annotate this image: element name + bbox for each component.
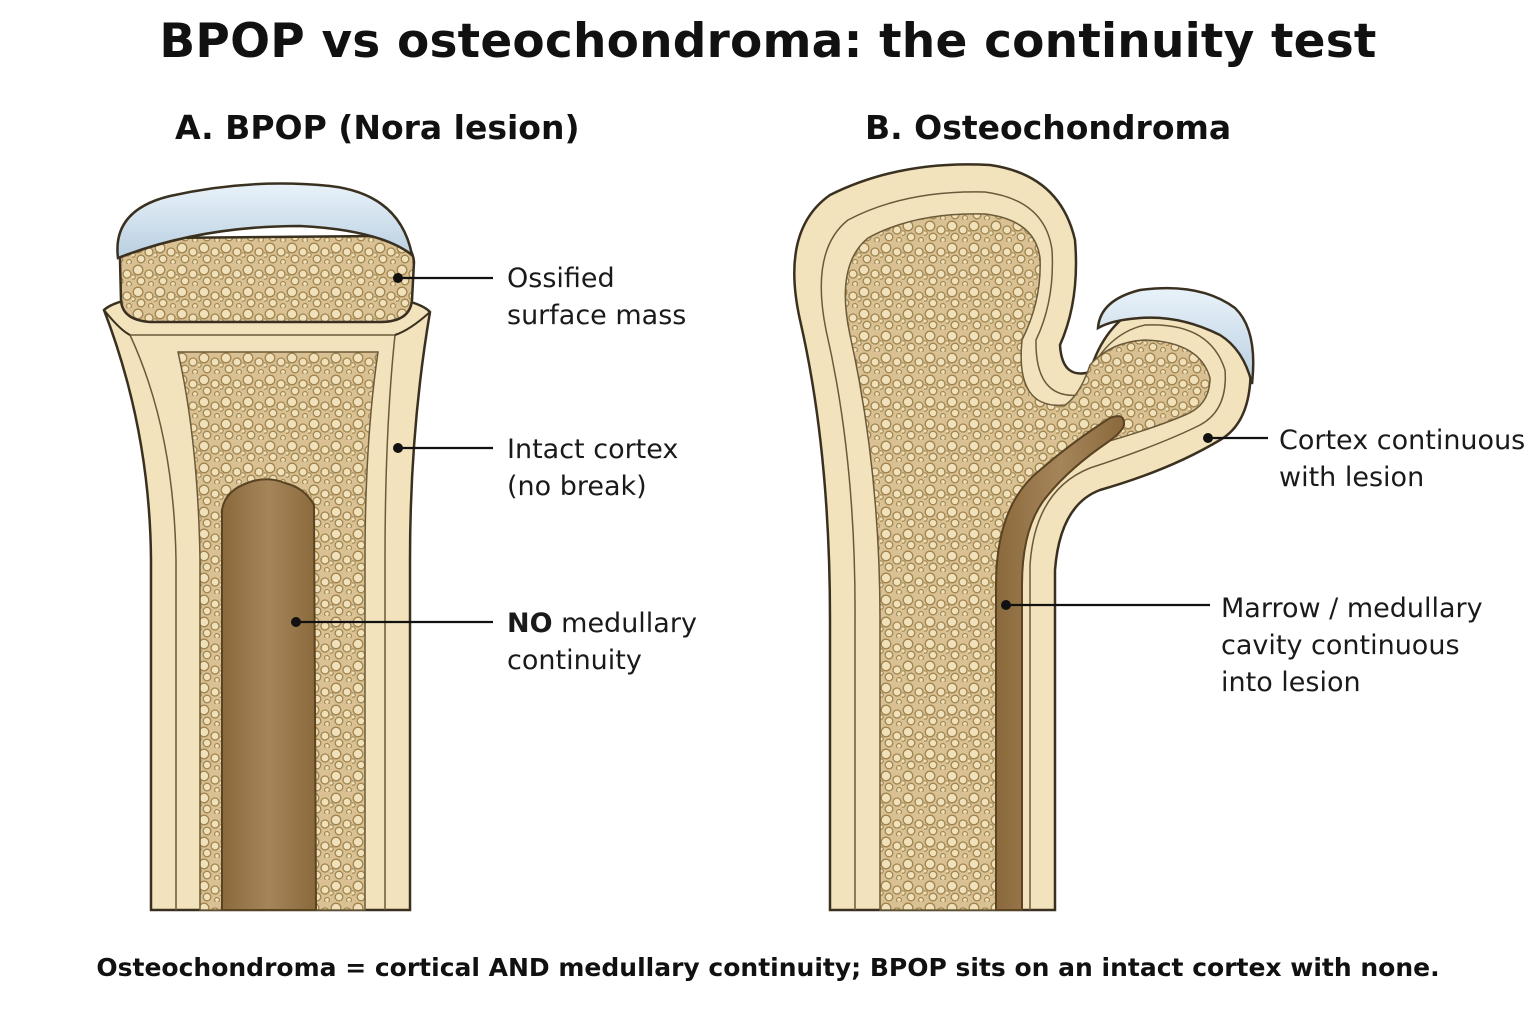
osteochondroma-cancellous-bone (844, 213, 1211, 911)
panel-a-bone (102, 182, 432, 912)
label-line: Intact cortex (507, 434, 679, 465)
label-line: Cortex continuous (1279, 425, 1526, 456)
cortex-continuous-pointer-dot (1203, 433, 1213, 443)
label-line: surface mass (507, 300, 687, 331)
label-emphasis: NO (507, 608, 553, 639)
bpop-medullary-cavity (221, 478, 318, 911)
label-line: cavity continuous (1221, 630, 1460, 661)
figure-title: BPOP vs osteochondroma: the continuity t… (159, 14, 1377, 69)
panel-b-leader-lines (1008, 436, 1268, 607)
label-line: (no break) (507, 471, 647, 502)
label-intact-cortex: Intact cortex (no break) (507, 431, 678, 505)
panel-b-title: B. Osteochondroma (865, 108, 1232, 147)
figure-caption: Osteochondroma = cortical AND medullary … (96, 953, 1440, 982)
label-line: into lesion (1221, 667, 1361, 698)
label-line: with lesion (1279, 462, 1425, 493)
label-line: Marrow / medullary (1221, 593, 1483, 624)
panel-b-bone (793, 163, 1255, 912)
label-text: medullary (552, 608, 697, 639)
bpop-ossified-surface-mass (118, 234, 416, 324)
bpop-cartilage-cap (116, 182, 414, 260)
label-ossified-surface-mass: Ossified surface mass (507, 260, 686, 334)
intact-cortex-pointer-dot (393, 443, 403, 453)
label-cortex-continuous: Cortex continuous with lesion (1279, 422, 1525, 496)
panel-a-title: A. BPOP (Nora lesion) (175, 108, 580, 147)
label-no-medullary-continuity: NO medullary continuity (507, 605, 697, 679)
osteochondroma-medullary-channel (995, 415, 1126, 911)
label-line: continuity (507, 645, 642, 676)
label-line: Ossified (507, 263, 615, 294)
panel-a-leader-lines (296, 276, 493, 624)
no-continuity-pointer-dot (291, 617, 301, 627)
osteochondroma-cartilage-cap (1096, 286, 1255, 385)
marrow-continuous-pointer-dot (1001, 600, 1011, 610)
label-line: NO medullary (507, 605, 697, 642)
surface-mass-pointer-dot (393, 273, 403, 283)
label-marrow-continuous: Marrow / medullary cavity continuous int… (1221, 590, 1483, 701)
